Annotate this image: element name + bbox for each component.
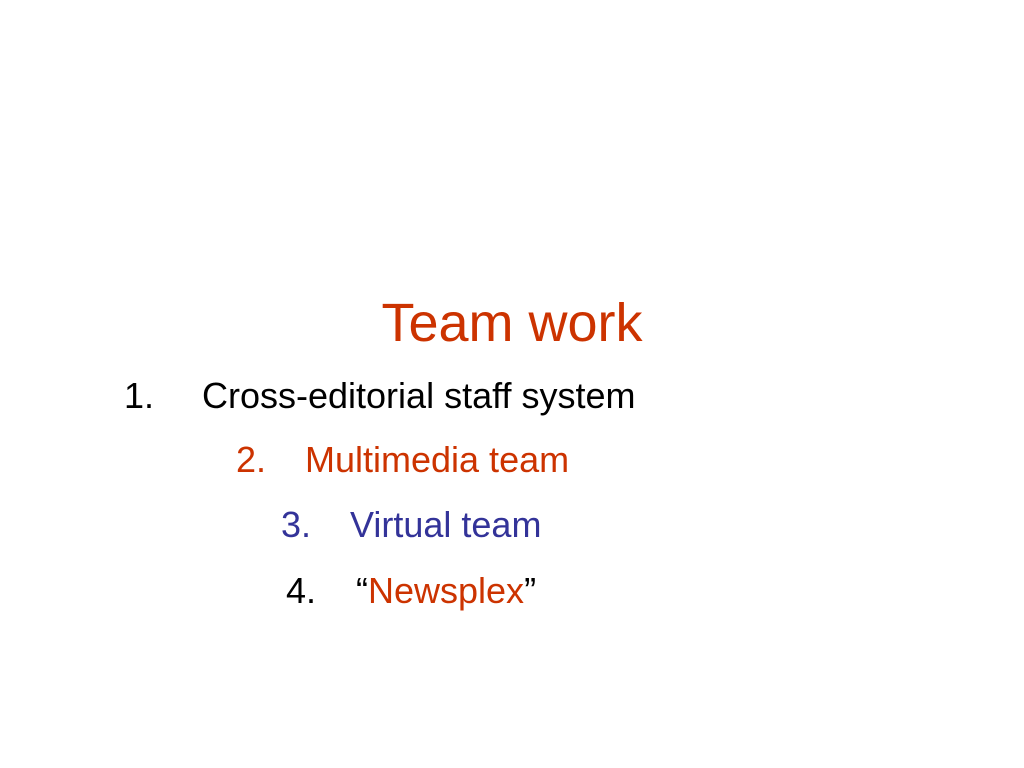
list-text: Multimedia team	[305, 439, 570, 480]
list-number: 1.	[124, 375, 155, 416]
list-number: 4.	[286, 570, 317, 611]
open-quote: “	[356, 570, 368, 611]
close-quote: ”	[524, 570, 537, 611]
list-item: 1. Cross-editorial staff system	[124, 374, 635, 418]
list-text: Cross-editorial staff system	[202, 375, 636, 416]
list-number: 2.	[236, 439, 267, 480]
slide-title: Team work	[381, 293, 643, 353]
list-item: 2. Multimedia team	[236, 438, 569, 482]
list-item: 3. Virtual team	[281, 503, 541, 547]
list-number: 3.	[281, 504, 312, 545]
list-text: Newsplex	[368, 570, 525, 611]
list-item: 4. “Newsplex”	[286, 569, 536, 613]
list-text: Virtual team	[350, 504, 542, 545]
